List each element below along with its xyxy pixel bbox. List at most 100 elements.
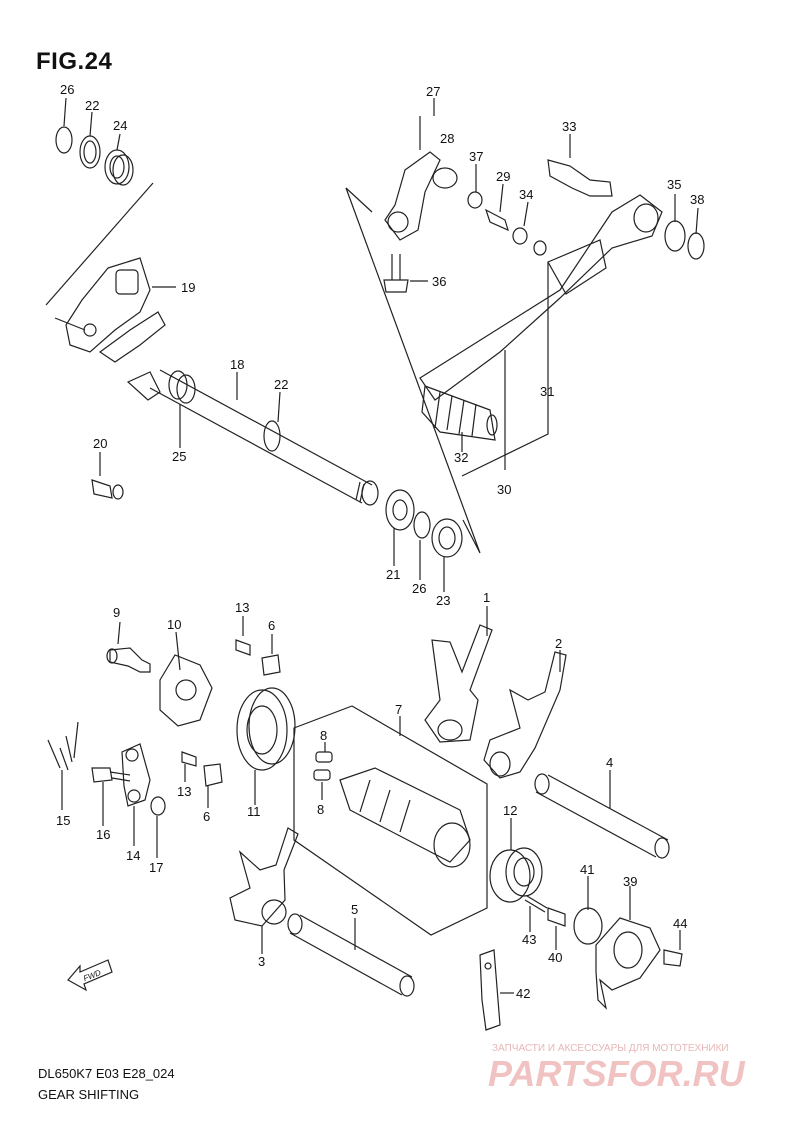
stopper-6b (203, 763, 223, 787)
gearshift-link-27 (384, 151, 458, 241)
o-ring-41 (573, 907, 603, 945)
pin-8b (313, 769, 331, 781)
spring-15 (47, 721, 79, 771)
callout-33: 33 (562, 119, 576, 134)
washer-34b (533, 240, 547, 256)
callout-22b: 22 (274, 377, 288, 392)
callout-20: 20 (93, 436, 107, 451)
shift-fork-3 (229, 827, 299, 927)
oil-seal-23 (431, 518, 463, 558)
circlip-26-end (413, 511, 431, 539)
shift-arm-plate-19 (65, 257, 166, 363)
screw-13b (181, 751, 197, 767)
bolt-20 (91, 479, 124, 500)
callout-8b: 8 (317, 802, 324, 817)
callout-4: 4 (606, 755, 613, 770)
callout-1: 1 (483, 590, 490, 605)
callout-6: 6 (268, 618, 275, 633)
stopper-arm-14 (121, 743, 151, 807)
callout-12: 12 (503, 803, 517, 818)
callout-40: 40 (548, 950, 562, 965)
washer-37 (467, 191, 483, 209)
callout-11: 11 (247, 804, 261, 819)
shift-fork-2 (483, 651, 567, 779)
fork-shaft-5 (287, 913, 415, 997)
callout-26b: 26 (412, 581, 426, 596)
callout-28: 28 (440, 131, 454, 146)
callout-labels: 26 22 24 19 18 22 25 20 27 28 37 29 33 3… (56, 82, 704, 1001)
section-name: GEAR SHIFTING (38, 1087, 140, 1102)
model-code: DL650K7 E03 E28_024 (38, 1066, 175, 1081)
bolt-16 (91, 767, 131, 783)
callout-13b: 13 (177, 784, 191, 799)
callout-37: 37 (469, 149, 483, 164)
cam-box (293, 705, 488, 936)
gearshift-lever-30 (419, 194, 663, 401)
callout-39: 39 (623, 874, 637, 889)
shift-fork-1 (424, 624, 493, 743)
callout-6b: 6 (203, 809, 210, 824)
callout-36: 36 (432, 274, 446, 289)
callout-9: 9 (113, 605, 120, 620)
callout-17: 17 (149, 860, 163, 875)
fwd-arrow-icon (67, 959, 113, 992)
callout-26: 26 (60, 82, 74, 97)
stopper-6 (261, 654, 281, 676)
callout-25: 25 (172, 449, 186, 464)
washer-17 (150, 796, 166, 816)
circlip-38 (687, 232, 705, 260)
callout-13: 13 (235, 600, 249, 615)
nut-34 (512, 227, 528, 245)
callout-35: 35 (667, 177, 681, 192)
callout-5: 5 (351, 902, 358, 917)
callout-3: 3 (258, 954, 265, 969)
callout-24: 24 (113, 118, 127, 133)
callout-18: 18 (230, 357, 244, 372)
callout-22: 22 (85, 98, 99, 113)
circlip-26 (55, 126, 73, 154)
washer-22-shaft (263, 420, 281, 452)
callout-38: 38 (690, 192, 704, 207)
spring-43 (524, 895, 548, 913)
callout-31: 31 (540, 384, 554, 399)
oil-seal-24 (104, 149, 134, 186)
gear-position-switch-39 (595, 917, 661, 1010)
callout-30: 30 (497, 482, 511, 497)
callout-23: 23 (436, 593, 450, 608)
pin-8a (315, 751, 333, 763)
washer-35 (664, 220, 686, 252)
clamp-42 (479, 949, 501, 1031)
callout-27: 27 (426, 84, 440, 99)
callout-8a: 8 (320, 728, 327, 743)
washer-21 (385, 489, 415, 531)
callout-44: 44 (673, 916, 687, 931)
pin-9 (106, 647, 151, 673)
return-spring-25 (126, 370, 196, 404)
watermark-tagline: ЗАПЧАСТИ И АКСЕССУАРЫ ДЛЯ МОТОТЕХНИКИ (492, 1043, 729, 1054)
callout-15: 15 (56, 813, 70, 828)
callout-43: 43 (522, 932, 536, 947)
pin-40 (547, 907, 566, 927)
bolt-44 (663, 949, 683, 967)
callout-2: 2 (555, 636, 562, 651)
callout-7: 7 (395, 702, 402, 717)
screw-13 (235, 639, 251, 656)
callout-29: 29 (496, 169, 510, 184)
leader-line (45, 182, 154, 306)
figure-title: FIG.24 (36, 48, 113, 75)
callout-42: 42 (516, 986, 530, 1001)
watermark-brand: PARTSFOR.RU (488, 1053, 745, 1094)
fork-shaft-4 (534, 773, 670, 859)
cam-gear-10 (159, 654, 213, 727)
gearshift-cam-7 (339, 767, 471, 868)
callout-21: 21 (386, 567, 400, 582)
callout-14: 14 (126, 848, 140, 863)
callout-41: 41 (580, 862, 594, 877)
bearing-11 (236, 687, 296, 771)
callout-10: 10 (167, 617, 181, 632)
callout-19: 19 (181, 280, 195, 295)
callout-32: 32 (454, 450, 468, 465)
bearing-12 (489, 847, 543, 903)
washer-22 (79, 135, 101, 169)
